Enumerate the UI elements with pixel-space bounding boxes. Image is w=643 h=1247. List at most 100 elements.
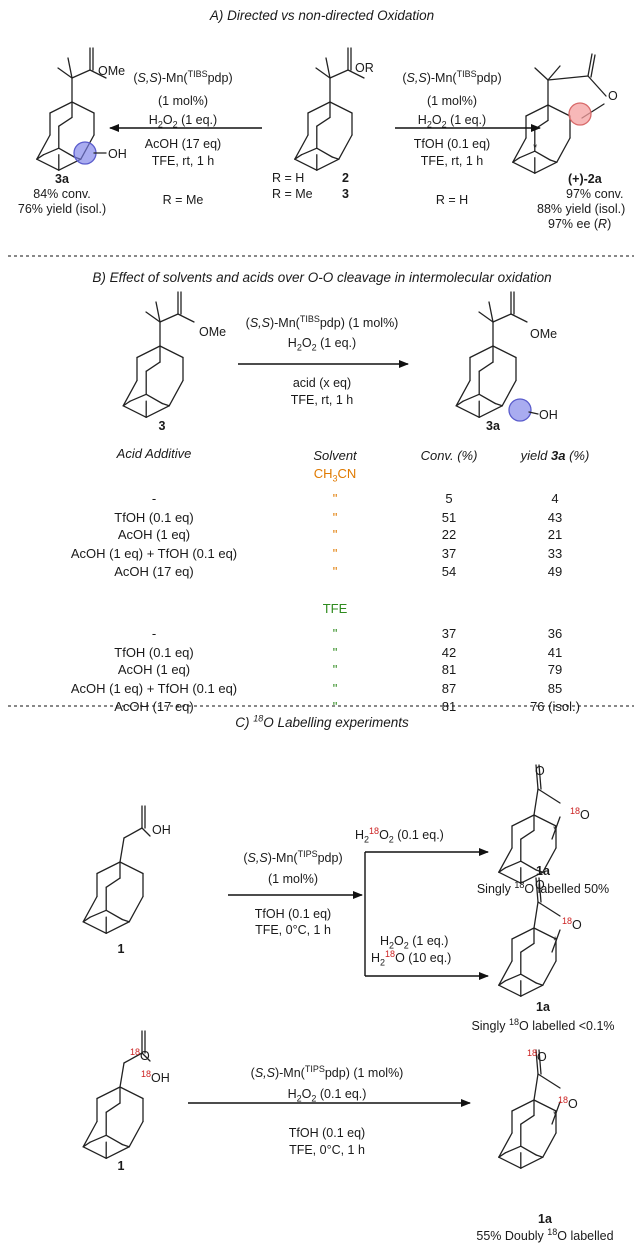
oh-bond <box>141 1052 151 1062</box>
table-cell-yield: 85 <box>547 681 563 696</box>
cage-bond <box>498 871 522 884</box>
cage-bond <box>82 916 91 923</box>
table-cell-yield: 76 (isol.) <box>530 699 580 714</box>
table-cell-solvent-ditto: " <box>332 681 338 696</box>
c-loading: (1 mol%) <box>267 872 319 886</box>
adamantane-sm-a <box>294 101 353 171</box>
cage-bond <box>511 1099 535 1112</box>
a-sm-label-3: 3 <box>342 187 349 201</box>
cage-bond <box>122 379 138 407</box>
lactone-site-highlight <box>568 102 592 126</box>
ester-bond <box>347 69 365 79</box>
table-cell-solvent-ditto: " <box>332 564 338 579</box>
table-cell-yield: 33 <box>547 546 563 561</box>
a-right-product-label: (+)-2a <box>568 172 602 186</box>
cage-bond <box>36 134 51 160</box>
a-left-catalyst: (S,S)-Mn(TIBSpdp) <box>133 68 233 85</box>
a-right-conditions: TFE, rt, 1 h <box>420 154 484 168</box>
chain-3a <box>57 47 107 103</box>
table-cell-conv: 42 <box>441 645 457 660</box>
c2-product-ring-o: 18O <box>558 1094 578 1111</box>
cage-bond <box>498 1156 522 1169</box>
cage-bond <box>512 137 527 163</box>
cage-bond <box>504 860 522 869</box>
c2-acid: TfOH (0.1 eq) <box>288 1126 366 1140</box>
methyl-bond <box>67 57 73 79</box>
cage-bond <box>501 379 517 407</box>
b-acid: acid (x eq) <box>292 376 352 390</box>
cage-bond <box>122 400 131 407</box>
lactone-1a-doubly <box>498 1049 561 1169</box>
a-right-o: O <box>608 89 618 103</box>
cage-bond <box>498 867 507 873</box>
c-conditions: TFE, 0°C, 1 h <box>255 923 331 937</box>
chain-bond <box>533 788 539 816</box>
table-cell-yield: 43 <box>547 510 563 525</box>
cage-bond <box>105 1102 121 1113</box>
methyl-bond <box>315 67 331 79</box>
cage-bond <box>520 1145 537 1156</box>
chain-bond <box>329 69 349 79</box>
cage-bond <box>512 157 521 163</box>
cage-bond <box>520 1114 535 1125</box>
a-left-ome: OMe <box>98 64 126 78</box>
cage-bond <box>105 1134 123 1146</box>
chain-bond <box>123 827 143 839</box>
table-cell-conv: 54 <box>441 564 457 579</box>
c-catalyst: (S,S)-Mn(TIPSpdp) <box>243 848 343 865</box>
table-cell-acid: AcOH (17 eq) <box>114 564 194 579</box>
lactone-bond <box>537 1073 561 1089</box>
a-left-r: R = Me <box>162 193 204 207</box>
adamantane-1-b <box>82 1086 144 1159</box>
cage-bond <box>105 909 123 921</box>
cage-bond <box>520 1156 544 1169</box>
c2-product-label: 1a <box>538 1212 552 1226</box>
cage-bond <box>504 1145 522 1154</box>
b-product-label: 3a <box>486 419 500 433</box>
lactone-1a-upper <box>498 764 561 884</box>
lactone-bond <box>551 929 561 953</box>
b-product-ome: OMe <box>530 327 558 341</box>
c-upper-result: Singly 18O labelled 50% <box>476 879 610 896</box>
cage-bond <box>119 1086 144 1100</box>
table-cell-solvent-ditto: " <box>332 491 338 506</box>
b-sm-ome: OMe <box>199 325 227 339</box>
cage-bond <box>518 150 536 159</box>
cage-bond <box>455 400 464 407</box>
methyl-bond <box>488 301 494 323</box>
cage-bond <box>455 379 471 407</box>
table-cell-solvent-ditto: " <box>332 645 338 660</box>
table-cell-conv: 81 <box>441 662 457 677</box>
chain-bond <box>533 1073 539 1101</box>
c2-conditions: TFE, 0°C, 1 h <box>289 1143 365 1157</box>
section-b-title: B) Effect of solvents and acids over O-O… <box>92 270 552 285</box>
chain-1-b <box>119 1030 151 1088</box>
cage-bond <box>145 361 161 372</box>
cage-bond <box>549 159 558 163</box>
c-upper-carbonyl-o: O <box>535 764 545 778</box>
cage-bond <box>294 158 318 171</box>
adamantane-3a-b <box>455 345 517 418</box>
table-cell-acid: TfOH (0.1 eq) <box>114 510 194 525</box>
table-cell-solvent-ditto: " <box>332 546 338 561</box>
cage-bond <box>331 156 340 160</box>
cage-bond <box>535 1154 544 1158</box>
isotope-sup: 18 <box>253 713 264 724</box>
cage-bond <box>82 1146 107 1159</box>
oxidation-site-highlight-b <box>508 398 532 422</box>
chain-3a-b <box>478 291 528 347</box>
cage-bond <box>498 960 513 986</box>
cage-bond <box>145 405 170 418</box>
methyl-bond <box>325 57 331 79</box>
cage-bond <box>71 101 95 114</box>
cage-bond <box>168 379 184 407</box>
chain-bond <box>119 1062 125 1088</box>
table-cell-acid: AcOH (1 eq) + TfOH (0.1 eq) <box>70 681 238 696</box>
table-cell-solvent-ditto: " <box>332 699 338 714</box>
cage-bond <box>504 973 522 982</box>
section-a-title: A) Directed vs non-directed Oxidation <box>209 8 435 23</box>
c2-sm-label: 1 <box>117 1159 125 1173</box>
cage-bond <box>556 137 571 163</box>
chain-3 <box>145 291 195 347</box>
table-cell-solvent-ditto: " <box>332 626 338 641</box>
